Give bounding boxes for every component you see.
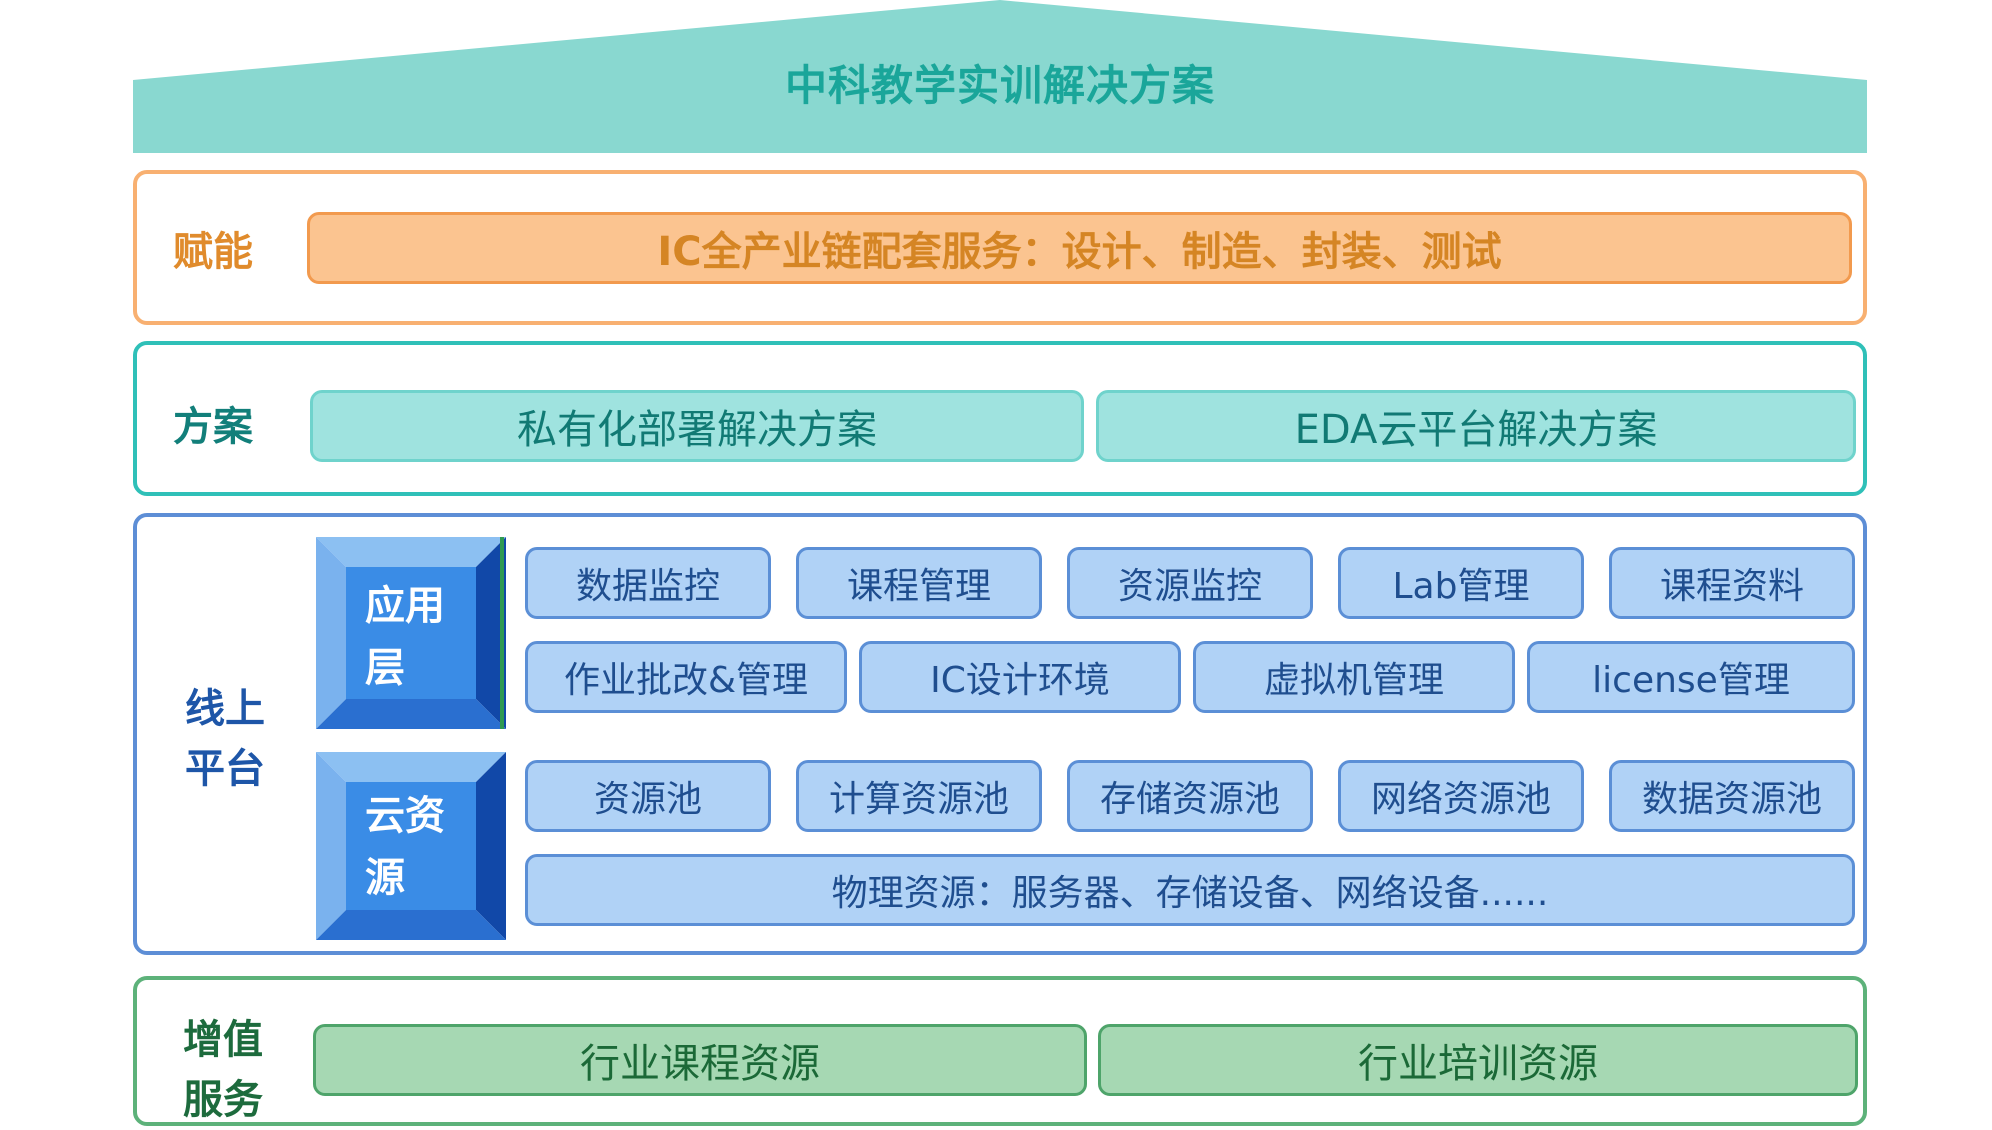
cloud-layer-bevel-block	[316, 752, 506, 940]
online-label-line1: 线上	[185, 686, 265, 732]
app-item-homework-grading: 作业批改&管理	[525, 641, 847, 713]
empower-label: 赋能	[173, 229, 253, 275]
value-added-section: 增值 服务 行业课程资源 行业培训资源	[133, 976, 1867, 1126]
cloud-item-compute-pool: 计算资源池	[796, 760, 1042, 832]
value-label-line2: 服务	[183, 1077, 263, 1123]
empower-section: 赋能 IC全产业链配套服务：设计、制造、封装、测试	[133, 170, 1867, 325]
cloud-item-physical-resources: 物理资源：服务器、存储设备、网络设备......	[525, 854, 1855, 926]
value-label: 增值 服务	[173, 1010, 273, 1130]
value-item-industry-courses: 行业课程资源	[313, 1024, 1087, 1096]
value-item-industry-training: 行业培训资源	[1098, 1024, 1858, 1096]
app-layer-label-line1: 应用	[365, 583, 445, 629]
plan-section: 方案 私有化部署解决方案 EDA云平台解决方案	[133, 341, 1867, 496]
roof-banner	[133, 0, 1867, 153]
app-layer-bevel-block	[316, 537, 506, 729]
app-item-course-materials: 课程资料	[1609, 547, 1855, 619]
plan-label: 方案	[173, 404, 253, 450]
empower-content-box: IC全产业链配套服务：设计、制造、封装、测试	[307, 212, 1852, 284]
app-layer-label-line2: 层	[365, 645, 405, 691]
value-label-line1: 增值	[183, 1017, 263, 1063]
cloud-item-resource-pool: 资源池	[525, 760, 771, 832]
page-title: 中科教学实训解决方案	[784, 61, 1215, 110]
app-layer-label: 应用 层	[365, 575, 445, 699]
plan-item-eda-cloud: EDA云平台解决方案	[1096, 390, 1856, 462]
app-item-data-monitor: 数据监控	[525, 547, 771, 619]
cloud-item-network-pool: 网络资源池	[1338, 760, 1584, 832]
online-label: 线上 平台	[175, 679, 275, 799]
app-item-vm-management: 虚拟机管理	[1193, 641, 1515, 713]
online-label-line2: 平台	[185, 746, 265, 792]
online-platform-section: 线上 平台 应用 层 云资 源 数据监控 课程管理 资源监控 Lab管理 课程资…	[133, 513, 1867, 955]
cloud-item-storage-pool: 存储资源池	[1067, 760, 1313, 832]
plan-item-private: 私有化部署解决方案	[310, 390, 1084, 462]
cloud-layer-label-line1: 云资	[365, 793, 445, 839]
cloud-item-data-pool: 数据资源池	[1609, 760, 1855, 832]
app-item-license-management: license管理	[1527, 641, 1855, 713]
cloud-layer-label: 云资 源	[365, 785, 445, 909]
app-item-course-management: 课程管理	[796, 547, 1042, 619]
app-item-ic-design-env: IC设计环境	[859, 641, 1181, 713]
app-item-resource-monitor: 资源监控	[1067, 547, 1313, 619]
app-item-lab-management: Lab管理	[1338, 547, 1584, 619]
cloud-layer-label-line2: 源	[365, 855, 405, 901]
